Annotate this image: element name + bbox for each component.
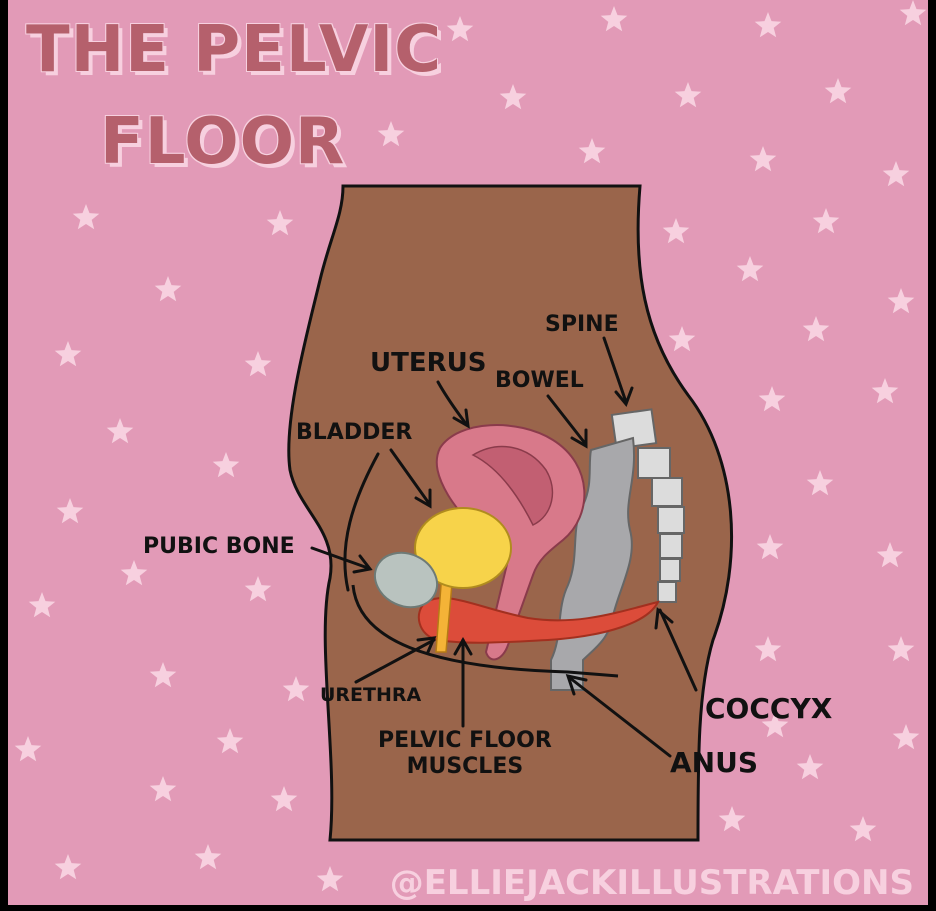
star-icon [877, 542, 904, 567]
star-icon [447, 16, 474, 41]
star-icon [737, 256, 764, 281]
star-icon [271, 786, 298, 811]
star-icon [55, 341, 82, 366]
label-pubic-bone: PUBIC BONE [143, 534, 295, 560]
label-uterus: UTERUS [370, 348, 486, 379]
star-icon [195, 844, 222, 869]
star-icon [217, 728, 244, 753]
label-pelvic-floor-line2: MUSCLES [378, 754, 552, 780]
star-icon [825, 78, 852, 103]
star-icon [283, 676, 310, 701]
star-icon [267, 210, 294, 235]
label-spine: SPINE [545, 312, 619, 338]
star-icon [317, 866, 344, 891]
star-icon [872, 378, 899, 403]
label-pelvic-floor-line1: PELVIC FLOOR [378, 728, 552, 754]
star-icon [150, 776, 177, 801]
label-anus: ANUS [670, 746, 758, 780]
star-icon [755, 636, 782, 661]
star-icon [500, 84, 527, 109]
star-icon [213, 452, 240, 477]
star-icon [15, 736, 42, 761]
star-icon [245, 351, 272, 376]
star-icon [719, 806, 746, 831]
star-icon [888, 288, 915, 313]
star-icon [29, 592, 56, 617]
star-icon [893, 724, 920, 749]
credit-handle: @ELLIEJACKILLUSTRATIONS [390, 863, 914, 903]
star-icon [55, 854, 82, 879]
star-icon [669, 326, 696, 351]
star-icon [900, 0, 927, 25]
star-icon [888, 636, 915, 661]
label-coccyx: COCCYX [705, 692, 832, 726]
star-icon [807, 470, 834, 495]
star-icon [73, 204, 100, 229]
star-icon [601, 6, 628, 31]
star-icon [813, 208, 840, 233]
star-icon [663, 218, 690, 243]
page-title-line1: THE PELVIC [26, 18, 442, 82]
star-icon [675, 82, 702, 107]
star-icon [579, 138, 606, 163]
page-title-line2: FLOOR [100, 110, 345, 174]
star-icon [121, 560, 148, 585]
star-icon [755, 12, 782, 37]
label-pelvic-floor-muscles: PELVIC FLOOR MUSCLES [378, 728, 552, 781]
label-bladder: BLADDER [296, 420, 412, 446]
star-icon [150, 662, 177, 687]
star-icon [155, 276, 182, 301]
star-icon [57, 498, 84, 523]
star-icon [759, 386, 786, 411]
poster: THE PELVIC FLOOR SPINE UTERUS BOWEL BLAD… [8, 0, 928, 905]
star-icon [803, 316, 830, 341]
star-icon [107, 418, 134, 443]
label-urethra: URETHRA [320, 684, 421, 707]
star-icon [245, 576, 272, 601]
label-bowel: BOWEL [495, 368, 584, 394]
star-icon [757, 534, 784, 559]
star-icon [797, 754, 824, 779]
star-icon [883, 161, 910, 186]
star-icon [378, 121, 405, 146]
star-icon [850, 816, 877, 841]
star-icon [750, 146, 777, 171]
